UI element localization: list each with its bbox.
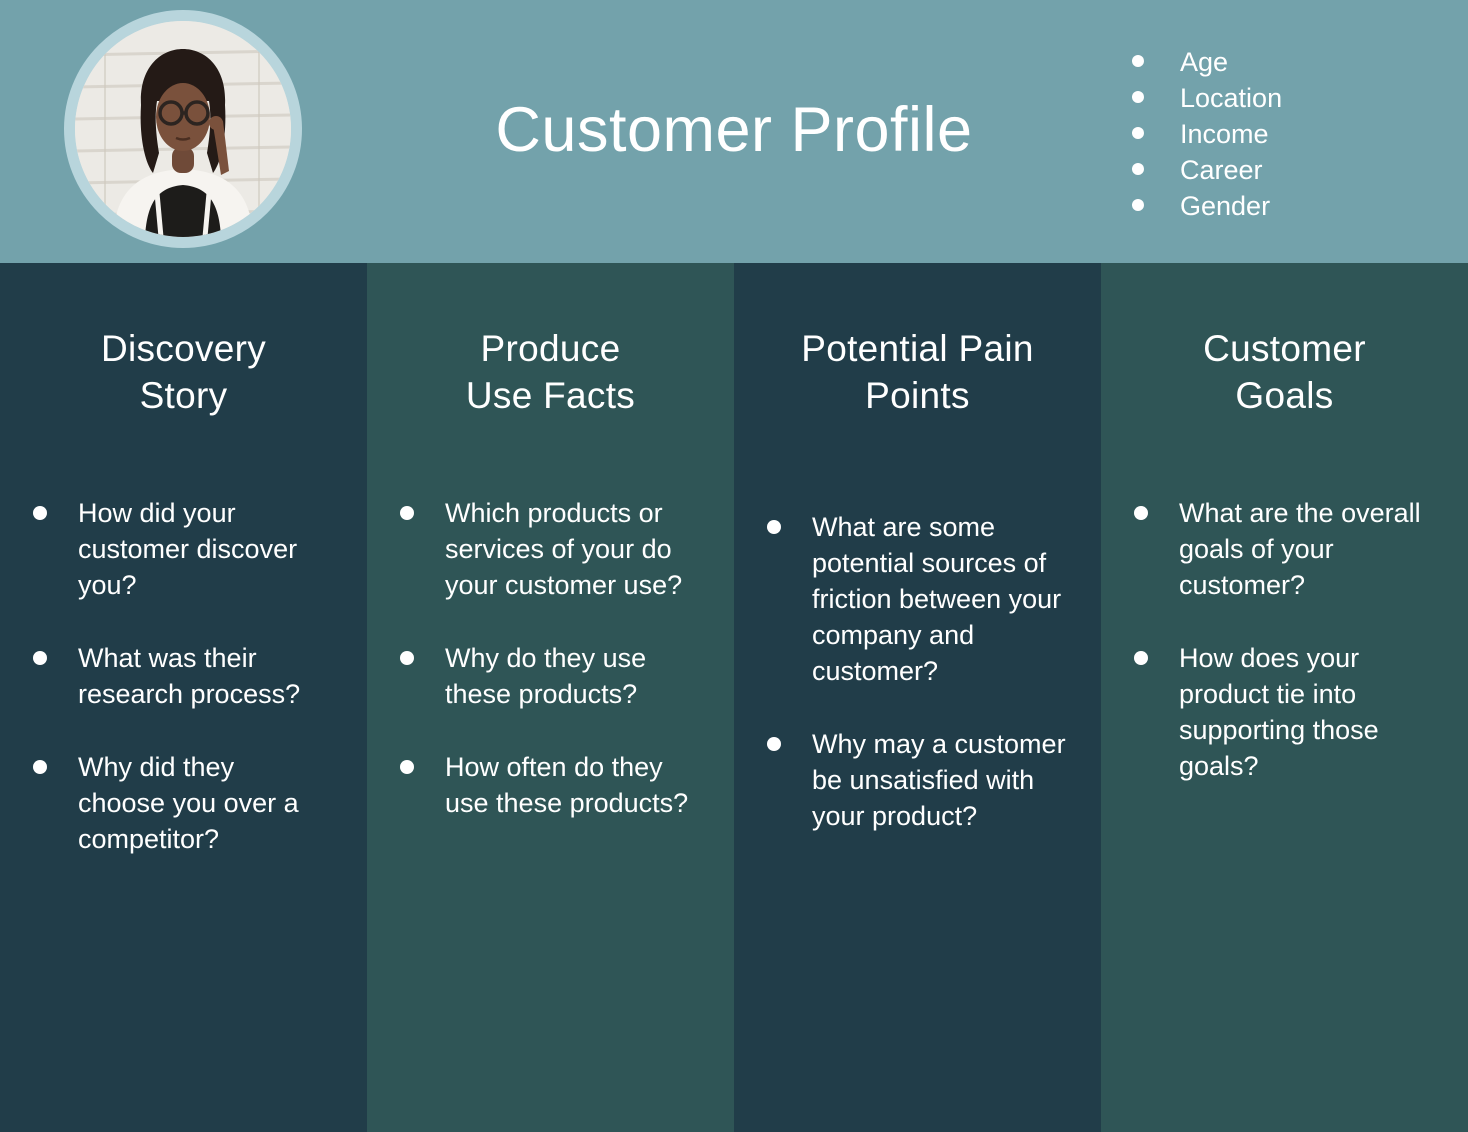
column-title: Potential Pain Points	[734, 325, 1101, 419]
list-item: How did your customer discover you?	[33, 495, 367, 603]
bullet-icon	[1132, 55, 1144, 67]
list-item-text: How did your customer discover you?	[78, 498, 298, 600]
list-item: Why may a customer be unsatisfied with y…	[767, 726, 1101, 834]
list-item-text: What are some potential sources of frict…	[812, 512, 1062, 686]
list-item: How often do they use these products?	[400, 749, 734, 821]
customer-avatar	[64, 10, 302, 248]
list-item-text: How often do they use these products?	[445, 752, 689, 818]
list-item: Which products or services of your do yo…	[400, 495, 734, 603]
list-item: What are some potential sources of frict…	[767, 509, 1101, 689]
column-bullet-list: How did your customer discover you? What…	[0, 495, 367, 857]
bullet-icon	[767, 520, 781, 534]
column-bullet-list: Which products or services of your do yo…	[367, 495, 734, 821]
column-potential-pain-points: Potential Pain Points What are some pote…	[734, 263, 1101, 1132]
page-title: Customer Profile	[495, 95, 973, 165]
bullet-icon	[400, 760, 414, 774]
column-discovery-story: Discovery Story How did your customer di…	[0, 263, 367, 1132]
list-item-text: What was their research process?	[78, 643, 301, 709]
demographic-label: Location	[1180, 83, 1283, 113]
column-title-line2: Goals	[1235, 375, 1334, 416]
column-produce-use-facts: Produce Use Facts Which products or serv…	[367, 263, 734, 1132]
column-title-line1: Potential Pain	[801, 328, 1034, 369]
bullet-icon	[33, 651, 47, 665]
bullet-icon	[400, 651, 414, 665]
list-item-text: How does your product tie into supportin…	[1179, 643, 1379, 781]
demographics-list: Age Location Income Career Gender	[1132, 44, 1282, 224]
demographic-item: Income	[1132, 116, 1282, 152]
bullet-icon	[1134, 651, 1148, 665]
column-customer-goals: Customer Goals What are the overall goal…	[1101, 263, 1468, 1132]
column-title-line1: Produce	[480, 328, 621, 369]
list-item-text: What are the overall goals of your custo…	[1179, 498, 1421, 600]
column-title-line2: Points	[865, 375, 970, 416]
column-title: Customer Goals	[1101, 325, 1468, 419]
bullet-icon	[1132, 127, 1144, 139]
list-item-text: Why do they use these products?	[445, 643, 647, 709]
list-item: Why do they use these products?	[400, 640, 734, 712]
demographic-item: Age	[1132, 44, 1282, 80]
demographic-label: Age	[1180, 47, 1229, 77]
demographic-label: Income	[1180, 119, 1269, 149]
list-item-text: Why did they choose you over a competito…	[78, 752, 299, 854]
column-title: Produce Use Facts	[367, 325, 734, 419]
demographic-item: Career	[1132, 152, 1282, 188]
column-title-line2: Use Facts	[465, 375, 636, 416]
bullet-icon	[33, 760, 47, 774]
bullet-icon	[1132, 163, 1144, 175]
demographic-label: Career	[1180, 155, 1263, 185]
list-item: What was their research process?	[33, 640, 367, 712]
demographic-item: Location	[1132, 80, 1282, 116]
list-item: How does your product tie into supportin…	[1134, 640, 1468, 784]
column-bullet-list: What are some potential sources of frict…	[734, 509, 1101, 834]
bullet-icon	[400, 506, 414, 520]
header-band: Customer Profile Age Location Income Car…	[0, 0, 1468, 263]
content-columns: Discovery Story How did your customer di…	[0, 263, 1468, 1132]
list-item-text: Why may a customer be unsatisfied with y…	[812, 729, 1066, 831]
bullet-icon	[1132, 91, 1144, 103]
column-bullet-list: What are the overall goals of your custo…	[1101, 495, 1468, 784]
bullet-icon	[767, 737, 781, 751]
bullet-icon	[1134, 506, 1148, 520]
list-item: What are the overall goals of your custo…	[1134, 495, 1468, 603]
column-title-line1: Customer	[1203, 328, 1366, 369]
bullet-icon	[33, 506, 47, 520]
column-title: Discovery Story	[0, 325, 367, 419]
demographic-label: Gender	[1180, 191, 1271, 221]
list-item: Why did they choose you over a competito…	[33, 749, 367, 857]
bullet-icon	[1132, 199, 1144, 211]
column-title-line2: Story	[139, 375, 228, 416]
list-item-text: Which products or services of your do yo…	[445, 498, 683, 600]
column-title-line1: Discovery	[100, 328, 267, 369]
demographic-item: Gender	[1132, 188, 1282, 224]
